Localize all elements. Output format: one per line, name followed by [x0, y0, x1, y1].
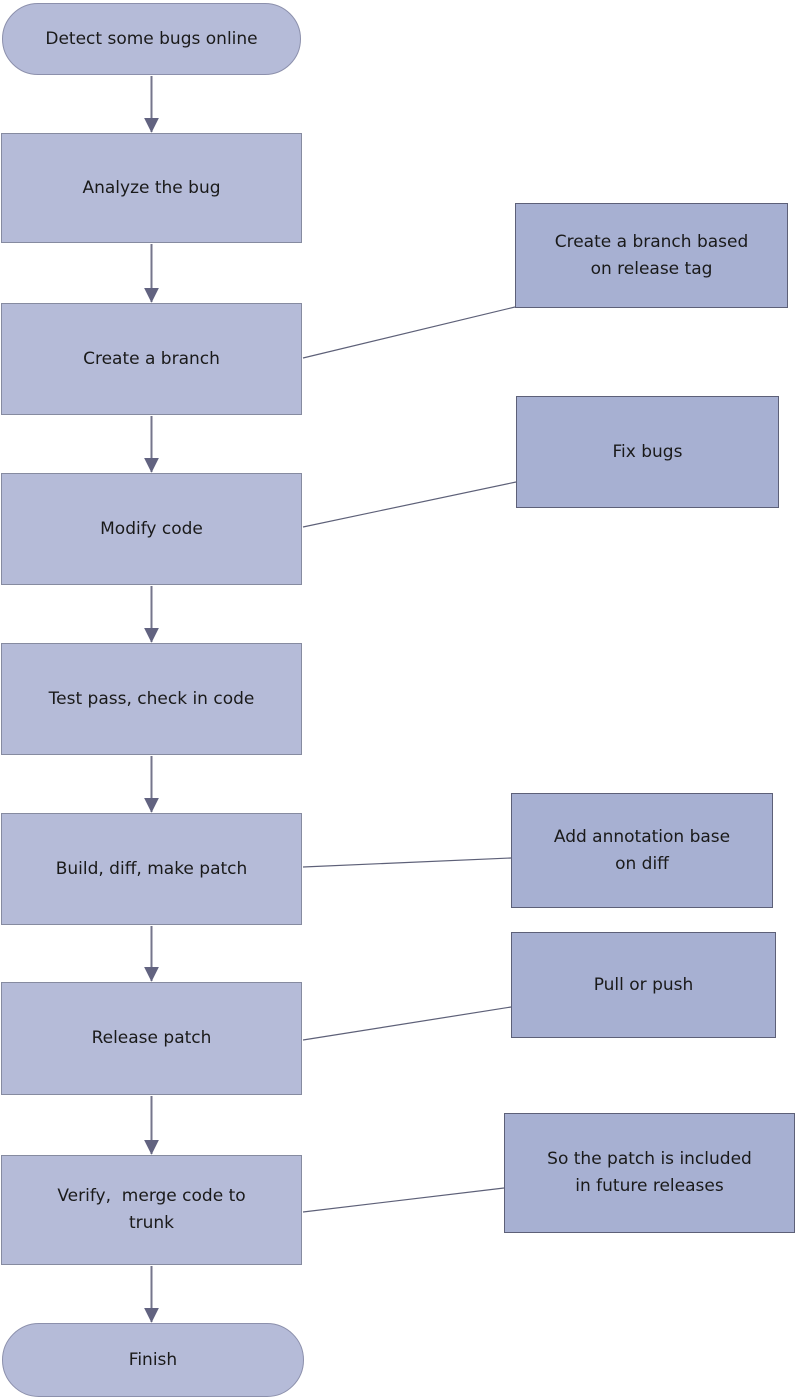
- node-analyze-bug: Analyze the bug: [1, 133, 302, 243]
- connector-create-branch-note: [302, 306, 516, 359]
- connector-fix-bugs-note: [302, 481, 517, 528]
- node-release-patch: Release patch: [1, 982, 302, 1095]
- connector-future-releases-note: [302, 1187, 505, 1213]
- node-verify-merge-label: Verify, merge code to trunk: [57, 1186, 246, 1233]
- node-create-branch: Create a branch: [1, 303, 302, 415]
- note-future-releases: So the patch is included in future relea…: [504, 1113, 795, 1233]
- connector-pull-push-note: [302, 1006, 512, 1041]
- node-analyze-bug-label: Analyze the bug: [82, 177, 221, 198]
- node-finish-label: Finish: [128, 1349, 178, 1370]
- note-annotation: Add annotation base on diff: [511, 793, 773, 908]
- note-create-branch-label: Create a branch based on release tag: [554, 231, 749, 279]
- node-modify-code: Modify code: [1, 473, 302, 585]
- note-pull-push: Pull or push: [511, 932, 776, 1038]
- note-pull-push-label: Pull or push: [593, 974, 694, 995]
- node-start-label: Detect some bugs online: [45, 28, 258, 49]
- note-annotation-label: Add annotation base on diff: [553, 826, 731, 874]
- note-future-releases-label: So the patch is included in future relea…: [547, 1149, 752, 1196]
- note-create-branch: Create a branch based on release tag: [515, 203, 788, 308]
- node-create-branch-label: Create a branch: [83, 348, 220, 369]
- node-start: Detect some bugs online: [2, 3, 301, 75]
- connector-annotation-note: [302, 857, 512, 868]
- node-test-pass-label: Test pass, check in code: [48, 688, 255, 709]
- node-finish: Finish: [2, 1323, 304, 1397]
- node-test-pass: Test pass, check in code: [1, 643, 302, 755]
- node-modify-code-label: Modify code: [100, 518, 203, 539]
- note-fix-bugs: Fix bugs: [516, 396, 779, 508]
- note-fix-bugs-label: Fix bugs: [612, 441, 683, 462]
- node-build-diff-label: Build, diff, make patch: [55, 858, 248, 879]
- node-verify-merge: Verify, merge code to trunk: [1, 1155, 302, 1265]
- node-build-diff: Build, diff, make patch: [1, 813, 302, 925]
- node-release-patch-label: Release patch: [91, 1028, 212, 1048]
